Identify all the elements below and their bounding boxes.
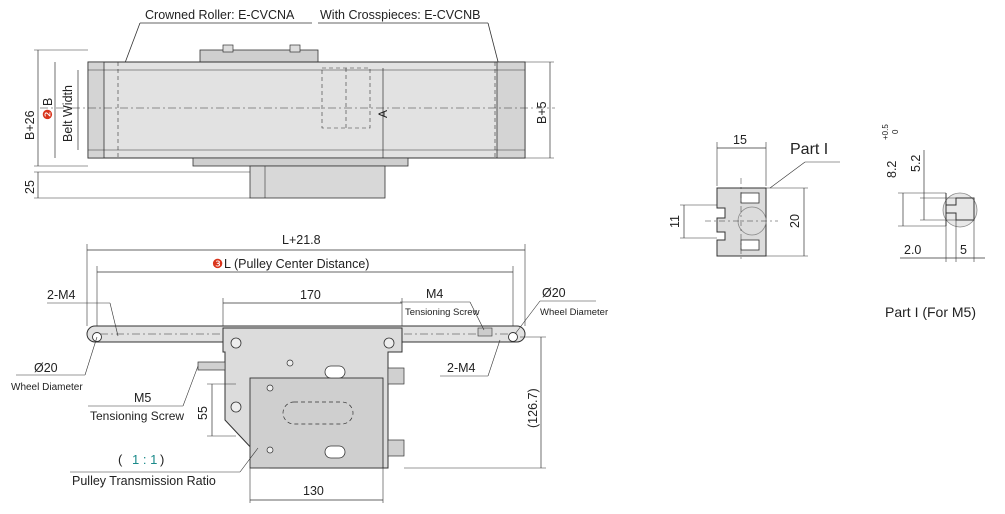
top-view: Crowned Roller: E-CVCNA With Crosspieces… (23, 8, 555, 199)
label-part-i: Part I (790, 141, 828, 158)
bracket-hole (266, 446, 274, 454)
dim-belt-width: Belt Width (61, 85, 75, 142)
leader-2m4-left (109, 302, 119, 337)
leader-dia20-right (514, 300, 541, 335)
bracket-screw (230, 337, 242, 349)
dim-8-2: 8.2 (885, 161, 899, 178)
leader-m4 (469, 301, 485, 331)
conveyor-body-top (87, 61, 526, 159)
leader-part-i (769, 161, 806, 189)
profile-cavity (740, 239, 760, 251)
right-pulley-hole (508, 332, 518, 342)
dim-126-7: (126.7) (526, 388, 540, 428)
dim-5: 5 (960, 243, 967, 257)
marker-l: ❸ (212, 257, 223, 271)
ratio-close: ) (160, 452, 164, 467)
label-dia20-left: Ø20 (34, 361, 58, 375)
leader-m5 (182, 365, 199, 407)
top-clamp-screw (289, 44, 301, 53)
bracket-screw (383, 337, 395, 349)
profile-cavity (740, 192, 760, 204)
dim-a: A (376, 110, 390, 118)
ratio-value: 1 : 1 (132, 452, 157, 467)
bottom-clamp-bracket (192, 157, 409, 167)
leader-2m4-right (487, 339, 501, 377)
bracket-hole (286, 359, 294, 367)
label-wheel-diameter-right: Wheel Diameter (540, 307, 608, 318)
label-tensioning-screw-left: Tensioning Screw (90, 409, 184, 423)
part-detail: 15 Part I 11 20 (668, 133, 840, 262)
dim-170: 170 (300, 288, 321, 302)
left-roller-end (87, 61, 105, 159)
dim-2-0: 2.0 (904, 243, 921, 257)
caption-part-m5: Part I (For M5) (885, 304, 976, 320)
top-clamp-screw (222, 44, 234, 53)
bracket-screw (230, 401, 242, 413)
label-2m4-right: 2-M4 (447, 361, 476, 375)
leader-ratio (239, 447, 259, 473)
tension-screw-right (477, 327, 493, 337)
bracket-hole (266, 384, 274, 392)
label-dia20-right: Ø20 (542, 286, 566, 300)
label-crowned-roller: Crowned Roller: E-CVCNA (145, 8, 295, 22)
dim-25: 25 (23, 180, 37, 194)
label-wheel-diameter-left: Wheel Diameter (11, 382, 83, 393)
dim-55: 55 (196, 406, 210, 420)
dim-tol-upper: +0.5 (881, 124, 890, 140)
dim-tol-lower: 0 (891, 129, 900, 134)
detail-circle (942, 192, 978, 228)
dim-130: 130 (303, 484, 324, 498)
m5-tension-screw (197, 361, 226, 371)
label-pulley-ratio: Pulley Transmission Ratio (72, 474, 216, 488)
right-roller-end (496, 61, 526, 159)
dim-11: 11 (668, 215, 682, 228)
side-screw (387, 439, 405, 457)
label-m4: M4 (426, 287, 443, 301)
dim-b-plus-26: B+26 (23, 110, 37, 140)
dim-20: 20 (788, 214, 802, 228)
dim-15: 15 (733, 133, 747, 147)
motor-block (249, 165, 386, 199)
slot-hole (324, 445, 346, 459)
front-view: L+21.8 ❸ L (Pulley Center Distance) 170 (11, 233, 608, 503)
label-m5: M5 (134, 391, 151, 405)
part-m5-detail: 8.2 +0.5 0 5.2 2.0 5 Part I (For M5) (881, 124, 985, 320)
label-crosspieces: With Crosspieces: E-CVCNB (320, 8, 480, 22)
marker-b: ❷ (41, 109, 55, 120)
slot-hole (324, 365, 346, 379)
dim-l-label: L (Pulley Center Distance) (224, 257, 369, 271)
dim-b: B (41, 98, 55, 106)
side-screw (387, 367, 405, 385)
dim-5-2: 5.2 (909, 155, 923, 172)
dim-b-plus-5: B+5 (535, 101, 549, 124)
label-2m4-left: 2-M4 (47, 288, 76, 302)
ratio-open: ( (118, 452, 123, 467)
slot-profile (945, 193, 975, 226)
label-tensioning-screw-right: Tensioning Screw (405, 307, 480, 318)
dim-l-plus-21-8: L+21.8 (282, 233, 321, 247)
hidden-slot (282, 401, 354, 425)
motor-plate (249, 377, 384, 469)
leader-dia20-left (84, 336, 98, 376)
